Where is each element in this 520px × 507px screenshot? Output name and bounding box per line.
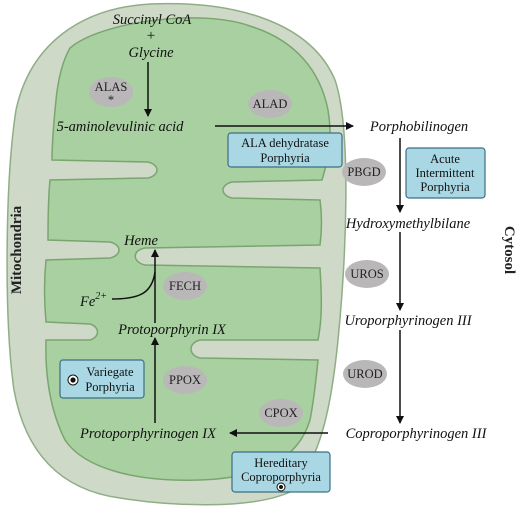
disorder-variegate-porphyria: Variegate Porphyria [59,359,145,399]
glycine-label: Glycine [128,45,174,61]
plus-sign: + [147,28,155,44]
disorder-variegate-line2: Porphyria [85,380,135,394]
enzyme-urod: UROD [343,360,387,388]
uroporphyrinogen-label: Uroporphyrinogen III [344,313,472,329]
enzyme-cpox: CPOX [259,399,303,427]
enzyme-alas: ALAS * [89,77,133,107]
disorder-aip-line2: Intermittent [415,166,475,180]
mitochondria-label: Mitochondria [9,205,25,294]
iron-label: Fe2+ [79,291,107,310]
enzyme-alad-label: ALAD [253,97,288,111]
iron-charge: 2+ [95,291,107,302]
hydroxymethylbilane-label: Hydroxymethylbilane [345,216,471,232]
enzyme-alas-mark: * [108,93,114,107]
enzyme-alad: ALAD [248,90,292,118]
enzyme-pbgd: PBGD [342,158,386,186]
disorder-aip-line1: Acute [430,152,460,166]
porphobilinogen-label: Porphobilinogen [369,119,468,135]
disorder-acute-intermittent-porphyria: Acute Intermittent Porphyria [405,147,486,199]
enzyme-urod-label: UROD [347,367,382,381]
disorder-variegate-line1: Variegate [86,365,134,379]
enzyme-pbgd-label: PBGD [347,165,380,179]
disorder-aip-line3: Porphyria [420,180,470,194]
enzyme-ppox-label: PPOX [169,373,201,387]
cytosol-label: Cytosol [501,226,517,274]
enzyme-fech-label: FECH [169,279,201,293]
disorder-ala-dehydratase-line1: ALA dehydratase [241,136,329,150]
succinyl-coa-label: Succinyl CoA [113,12,192,28]
enzyme-ppox: PPOX [163,366,207,394]
heme-label: Heme [123,233,158,249]
disorder-ala-dehydratase-line2: Porphyria [260,151,310,165]
disorder-hcp-line2: Coproporphyria [241,470,321,484]
disorder-hereditary-coproporphyria: Hereditary Coproporphyria [231,451,331,493]
disorder-ala-dehydratase-porphyria: ALA dehydratase Porphyria [227,132,343,168]
enzyme-uros: UROS [345,260,389,288]
enzyme-alas-label: ALAS [95,80,128,94]
enzyme-uros-label: UROS [350,267,383,281]
enzyme-cpox-label: CPOX [264,406,297,420]
coproporphyrinogen-label: Coproporphyrinogen III [346,426,488,442]
enzyme-fech: FECH [163,272,207,300]
protoporphyrinogen-label: Protoporphyrinogen IX [79,426,217,442]
arrow-iron-incorporation [111,271,156,300]
protoporphyrin-label: Protoporphyrin IX [117,322,227,338]
disorder-hcp-line1: Hereditary [254,456,308,470]
iron-symbol: Fe [79,294,96,310]
ala-label: 5-aminolevulinic acid [57,119,185,135]
